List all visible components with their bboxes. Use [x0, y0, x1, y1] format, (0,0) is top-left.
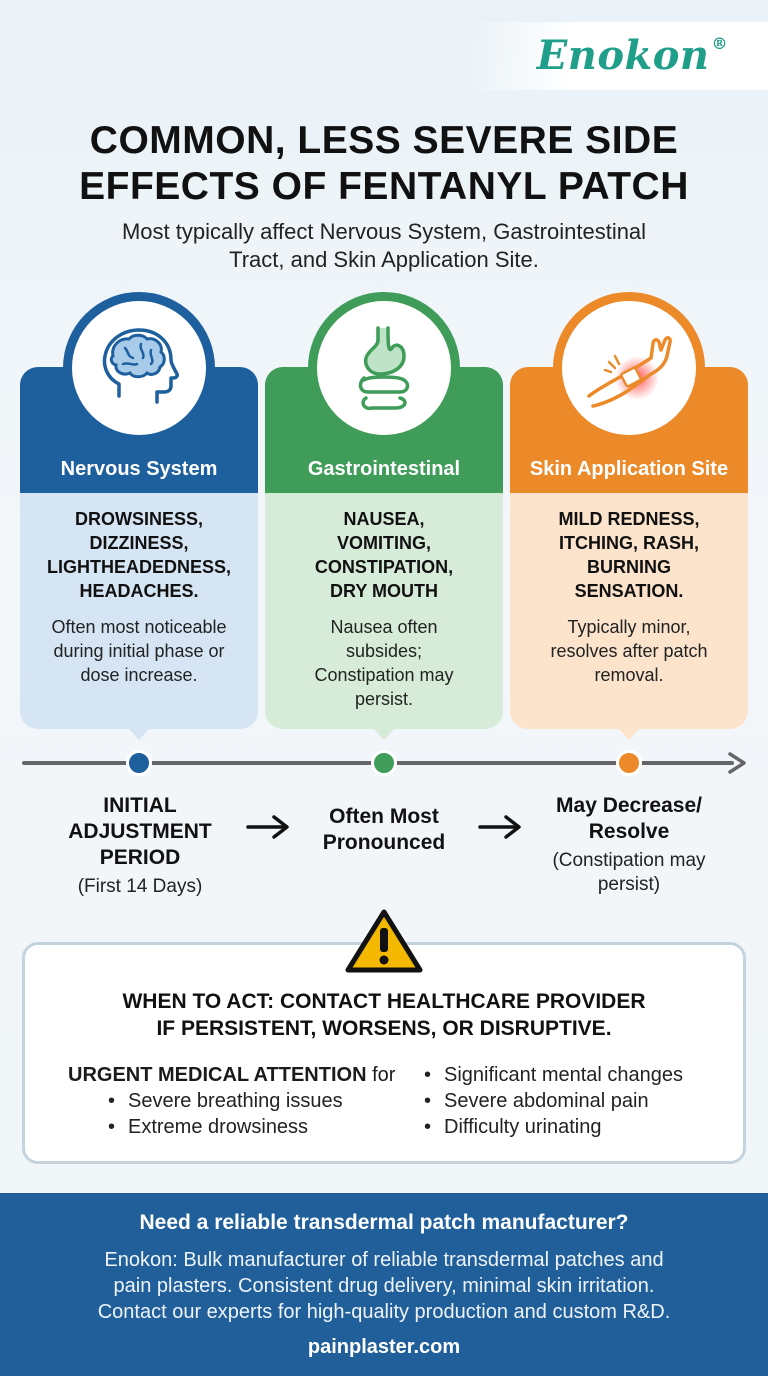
- stage-heading: Often Most Pronounced: [300, 804, 468, 856]
- effect-line: BURNING: [587, 557, 671, 577]
- logo-banner: [468, 22, 768, 90]
- stage-line: Often Most: [329, 805, 439, 828]
- note-line: persist.: [354, 689, 414, 709]
- title-line-1: COMMON, LESS SEVERE SIDE: [89, 119, 679, 162]
- note-line: Often most noticeable: [51, 617, 227, 637]
- brand-name: Enokon: [536, 32, 710, 79]
- card-pointer: [128, 728, 150, 740]
- registered-mark: ®: [711, 33, 728, 53]
- card-note: Often most noticeable during initial pha…: [32, 615, 246, 687]
- timeline-stage-initial: INITIAL ADJUSTMENT PERIOD (First 14 Days…: [40, 793, 240, 899]
- effect-line: SENSATION.: [574, 581, 684, 601]
- stage-line: INITIAL: [103, 794, 177, 817]
- effect-line: MILD REDNESS,: [558, 509, 700, 529]
- note-line: subsides;: [345, 641, 423, 661]
- effect-line: LIGHTHEADEDNESS,: [46, 557, 232, 577]
- card-title: Skin Application Site: [529, 458, 729, 480]
- footer-title: Need a reliable transdermal patch manufa…: [139, 1211, 629, 1234]
- timeline-dot: [371, 750, 397, 776]
- list-item: Difficulty urinating: [424, 1114, 744, 1140]
- warning-triangle-icon: [345, 909, 423, 973]
- stage-line: Pronounced: [322, 831, 446, 854]
- note-line: dose increase.: [80, 665, 198, 685]
- card-effects: DROWSINESS, DIZZINESS, LIGHTHEADEDNESS, …: [32, 507, 246, 603]
- card-body: NAUSEA, VOMITING, CONSTIPATION, DRY MOUT…: [265, 493, 503, 729]
- footer-body-line: pain plasters. Consistent drug delivery,…: [113, 1275, 655, 1297]
- card-note: Nausea often subsides; Constipation may …: [277, 615, 491, 711]
- urgent-list-left: Severe breathing issues Extreme drowsine…: [108, 1088, 408, 1140]
- card-body: MILD REDNESS, ITCHING, RASH, BURNING SEN…: [510, 493, 748, 729]
- stage-heading: INITIAL ADJUSTMENT PERIOD: [40, 793, 240, 871]
- note-line: Nausea often: [330, 617, 438, 637]
- timeline-dot: [126, 750, 152, 776]
- right-arrow-icon: [246, 815, 289, 839]
- urgent-label-bold: URGENT MEDICAL ATTENTION: [68, 1064, 367, 1086]
- subtitle-line-2: Tract, and Skin Application Site.: [229, 247, 539, 272]
- effect-line: CONSTIPATION,: [314, 557, 454, 577]
- list-item: Extreme drowsiness: [108, 1114, 408, 1140]
- list-item: Severe abdominal pain: [424, 1088, 744, 1114]
- effect-line: NAUSEA,: [343, 509, 425, 529]
- title-line-2: EFFECTS OF FENTANYL PATCH: [79, 165, 689, 208]
- stage-heading: May Decrease/ Resolve: [530, 793, 728, 845]
- page-title: COMMON, LESS SEVERE SIDE EFFECTS OF FENT…: [0, 118, 768, 210]
- list-item: Significant mental changes: [424, 1062, 744, 1088]
- stomach-intestine-icon: [308, 292, 460, 444]
- card-title: Nervous System: [60, 458, 218, 480]
- page-subtitle: Most typically affect Nervous System, Ga…: [40, 218, 728, 274]
- right-arrow-icon: [478, 815, 521, 839]
- urgent-list-right: Significant mental changes Severe abdomi…: [424, 1062, 744, 1140]
- card-pointer: [618, 728, 640, 740]
- brain-head-icon: [63, 292, 215, 444]
- note-line: resolves after patch: [550, 641, 708, 661]
- timeline-stage-pronounced: Often Most Pronounced: [300, 804, 468, 856]
- effect-line: DRY MOUTH: [330, 581, 438, 601]
- list-item: Severe breathing issues: [108, 1088, 408, 1114]
- timeline-arrowhead-icon: [728, 752, 746, 774]
- effect-line: DROWSINESS,: [74, 509, 203, 529]
- urgent-label-suffix: for: [366, 1064, 396, 1086]
- note-line: Typically minor,: [567, 617, 691, 637]
- card-body: DROWSINESS, DIZZINESS, LIGHTHEADEDNESS, …: [20, 493, 258, 729]
- note-line: Constipation may: [314, 665, 454, 685]
- card-gastrointestinal: Gastrointestinal NAUSEA, VOMITING, CONST…: [265, 367, 503, 729]
- stage-detail: (Constipation may persist): [530, 849, 728, 897]
- warning-title-line: WHEN TO ACT: CONTACT HEALTHCARE PROVIDER: [122, 990, 646, 1013]
- urgent-attention-label: URGENT MEDICAL ATTENTION for: [68, 1062, 418, 1088]
- stage-detail-line: (Constipation may: [552, 850, 706, 871]
- card-effects: NAUSEA, VOMITING, CONSTIPATION, DRY MOUT…: [277, 507, 491, 603]
- effect-line: DIZZINESS,: [89, 533, 189, 553]
- stage-detail-line: persist): [597, 874, 661, 895]
- stage-line: May Decrease/: [556, 794, 702, 817]
- arm-patch-icon: [553, 292, 705, 444]
- footer-body-line: Contact our experts for high-quality pro…: [97, 1301, 671, 1323]
- footer-body-line: Enokon: Bulk manufacturer of reliable tr…: [104, 1249, 664, 1271]
- card-note: Typically minor, resolves after patch re…: [522, 615, 736, 687]
- subtitle-line-1: Most typically affect Nervous System, Ga…: [121, 219, 647, 244]
- card-effects: MILD REDNESS, ITCHING, RASH, BURNING SEN…: [522, 507, 736, 603]
- effect-line: HEADACHES.: [79, 581, 199, 601]
- note-line: during initial phase or: [53, 641, 225, 661]
- timeline-stage-resolve: May Decrease/ Resolve (Constipation may …: [530, 793, 728, 897]
- card-title: Gastrointestinal: [307, 458, 461, 480]
- warning-title: WHEN TO ACT: CONTACT HEALTHCARE PROVIDER…: [22, 988, 746, 1042]
- footer-banner: Need a reliable transdermal patch manufa…: [0, 1193, 768, 1376]
- card-pointer: [373, 728, 395, 740]
- warning-title-line: IF PERSISTENT, WORSENS, OR DISRUPTIVE.: [156, 1017, 612, 1040]
- stage-line: PERIOD: [99, 846, 181, 869]
- effect-line: ITCHING, RASH,: [558, 533, 699, 553]
- stage-line: ADJUSTMENT: [68, 820, 212, 843]
- timeline-dot: [616, 750, 642, 776]
- stage-detail: (First 14 Days): [77, 876, 203, 897]
- brand-logo: Enokon®: [537, 32, 728, 79]
- note-line: removal.: [594, 665, 664, 685]
- effect-line: VOMITING,: [337, 533, 431, 553]
- footer-url-link[interactable]: painplaster.com: [307, 1336, 461, 1358]
- stage-line: Resolve: [588, 820, 670, 843]
- footer-body: Enokon: Bulk manufacturer of reliable tr…: [30, 1247, 738, 1325]
